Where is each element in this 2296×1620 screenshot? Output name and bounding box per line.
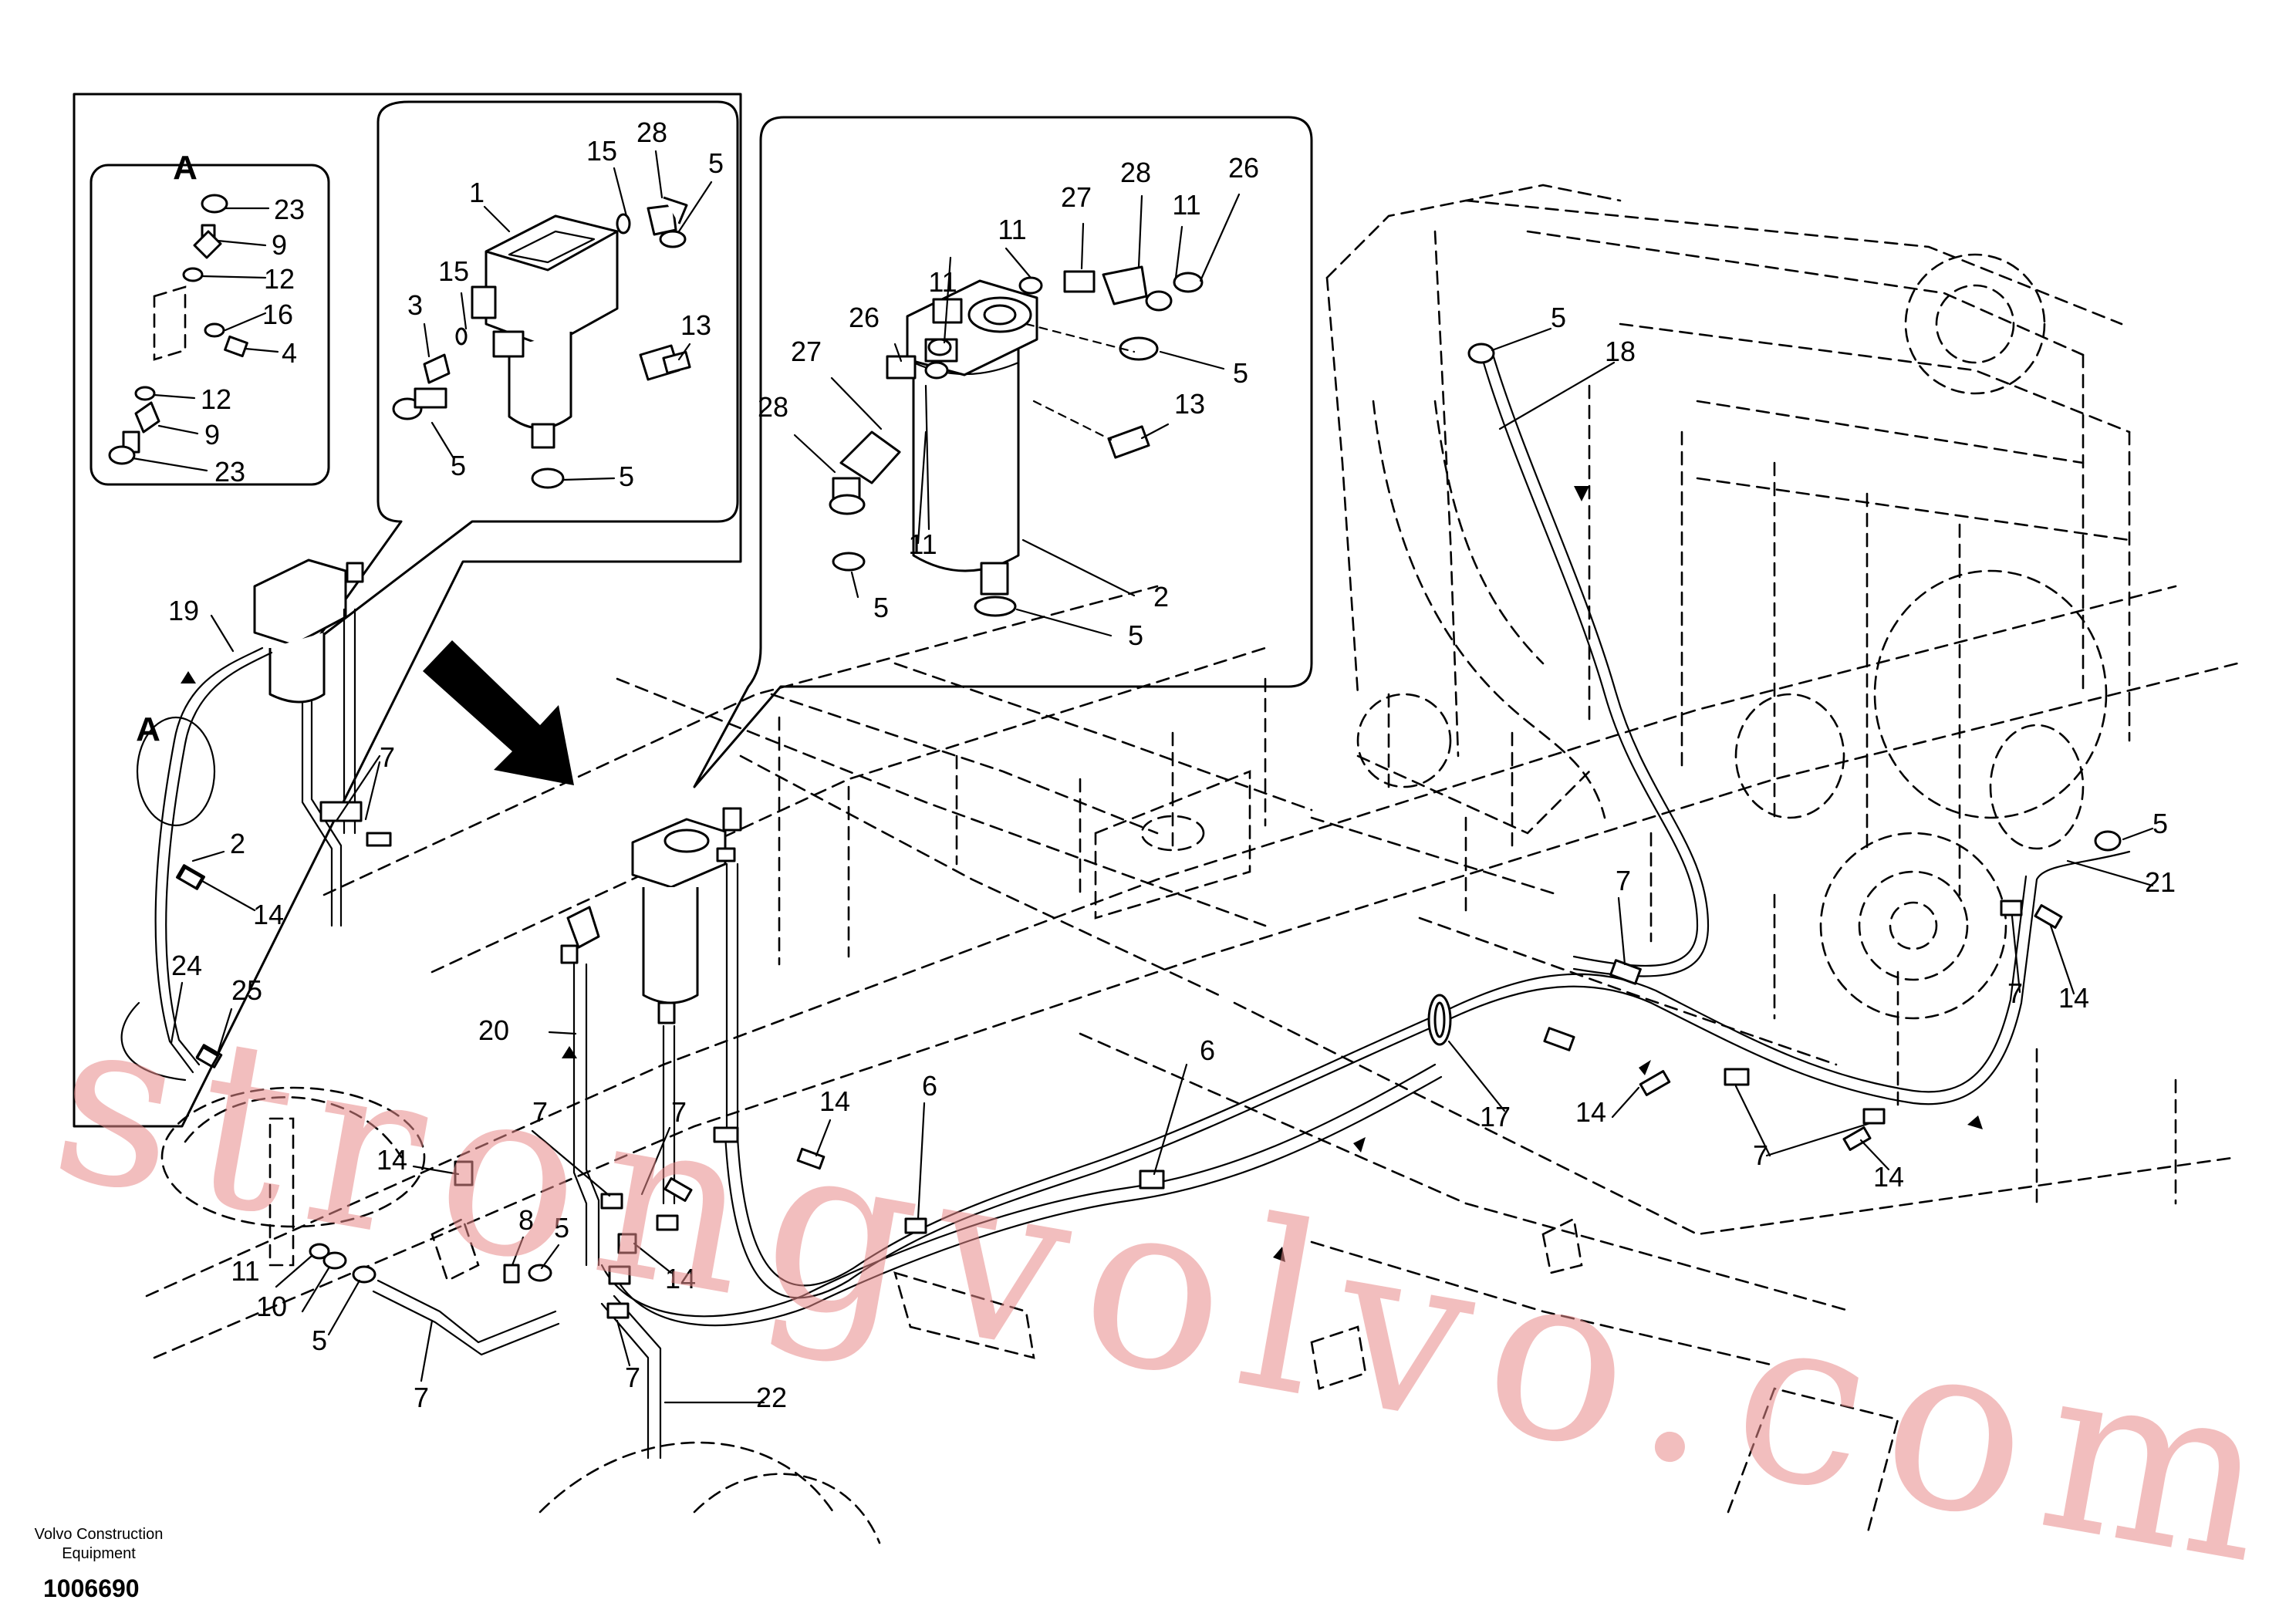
callout-label-62: 14 (1873, 1161, 1904, 1193)
callout-label-34: 18 (1605, 336, 1636, 367)
callout-label-35: A (136, 710, 160, 748)
fuel-hoses (120, 343, 2131, 1460)
callout-label-28: 5 (1233, 357, 1248, 389)
callout-label-13: 15 (438, 255, 469, 287)
callout-label-1: 23 (274, 194, 305, 225)
callout-label-49: 8 (518, 1204, 534, 1236)
drawing-number: 1006690 (43, 1574, 140, 1602)
callout-label-51: 11 (231, 1255, 259, 1287)
callout-label-41: 25 (231, 974, 262, 1006)
callout-label-30: 2 (1153, 581, 1169, 613)
inset-bubble-mainfilter (693, 116, 1313, 788)
callout-label-4: 16 (262, 299, 293, 330)
callout-label-50: 5 (554, 1212, 569, 1244)
callout-label-16: 5 (451, 450, 466, 481)
callout-label-44: 7 (671, 1096, 687, 1128)
callout-label-63: 5 (2152, 808, 2168, 839)
callout-label-64: 21 (2145, 866, 2176, 898)
callout-label-33: 5 (1551, 302, 1566, 333)
callout-label-61: 7 (1753, 1139, 1768, 1171)
callout-label-10: 28 (636, 116, 667, 148)
company-name-line2: Equipment (62, 1545, 136, 1562)
leader-lines (170, 327, 2154, 1404)
callout-label-19: 28 (1120, 157, 1151, 188)
callout-label-48: 6 (1200, 1034, 1215, 1066)
callout-label-40: 24 (171, 950, 202, 981)
callout-label-24: 26 (849, 302, 880, 333)
machine-frame-dashed (145, 184, 2239, 1544)
callout-label-2: 9 (272, 229, 287, 261)
company-name-line1: Volvo Construction (35, 1526, 164, 1543)
callout-label-5: 4 (282, 337, 297, 369)
callout-label-54: 14 (665, 1263, 696, 1294)
callout-label-52: 10 (256, 1291, 287, 1322)
callout-label-0: A (173, 149, 198, 187)
direction-arrow (423, 640, 574, 785)
callout-label-20: 27 (1061, 181, 1092, 213)
callout-label-6: 12 (201, 383, 231, 415)
callout-label-47: 6 (922, 1070, 937, 1102)
callout-label-29: 11 (908, 528, 937, 560)
inset-frame-left (73, 93, 742, 1128)
inset-bubble-prefilter (315, 100, 739, 642)
callout-label-17: 5 (619, 461, 634, 492)
callout-label-55: 7 (414, 1382, 429, 1413)
callout-label-27: 13 (1174, 388, 1205, 420)
callout-label-25: 27 (791, 336, 822, 367)
callout-label-36: 19 (168, 595, 199, 626)
callout-label-39: 14 (253, 899, 284, 930)
callout-label-37: 7 (380, 741, 395, 773)
callout-label-57: 22 (756, 1382, 787, 1413)
callout-label-46: 14 (819, 1085, 850, 1117)
callout-label-65: 7 (2007, 977, 2023, 1009)
callout-label-38: 2 (230, 828, 245, 859)
callout-label-59: 17 (1480, 1101, 1511, 1132)
callout-label-3: 12 (264, 263, 295, 295)
callout-label-26: 28 (758, 391, 788, 423)
callout-label-66: 14 (2058, 982, 2089, 1014)
watermark-text: strongvolvo.com (37, 961, 2288, 1615)
callout-label-12: 1 (469, 177, 485, 208)
callout-label-32: 5 (1128, 619, 1143, 651)
callout-label-21: 11 (1172, 189, 1200, 221)
callout-label-60: 14 (1575, 1096, 1606, 1128)
callout-label-45: 14 (376, 1144, 407, 1176)
callout-label-14: 3 (407, 289, 423, 321)
detail-a-fittings (108, 194, 279, 472)
callout-label-53: 5 (312, 1325, 327, 1356)
callout-label-18: 26 (1228, 152, 1259, 184)
callout-label-31: 5 (873, 592, 889, 623)
callout-label-8: 23 (214, 456, 245, 488)
callout-label-9: 15 (586, 135, 617, 167)
callout-label-56: 7 (625, 1362, 640, 1393)
callout-label-15: 13 (680, 309, 711, 341)
callout-label-7: 9 (204, 419, 220, 451)
callout-label-42: 20 (478, 1014, 509, 1046)
callout-label-23: 11 (928, 266, 957, 298)
callout-label-43: 7 (532, 1096, 548, 1128)
callout-label-11: 5 (708, 147, 724, 179)
callout-label-58: 7 (1616, 865, 1631, 896)
callout-label-22: 11 (998, 214, 1026, 245)
